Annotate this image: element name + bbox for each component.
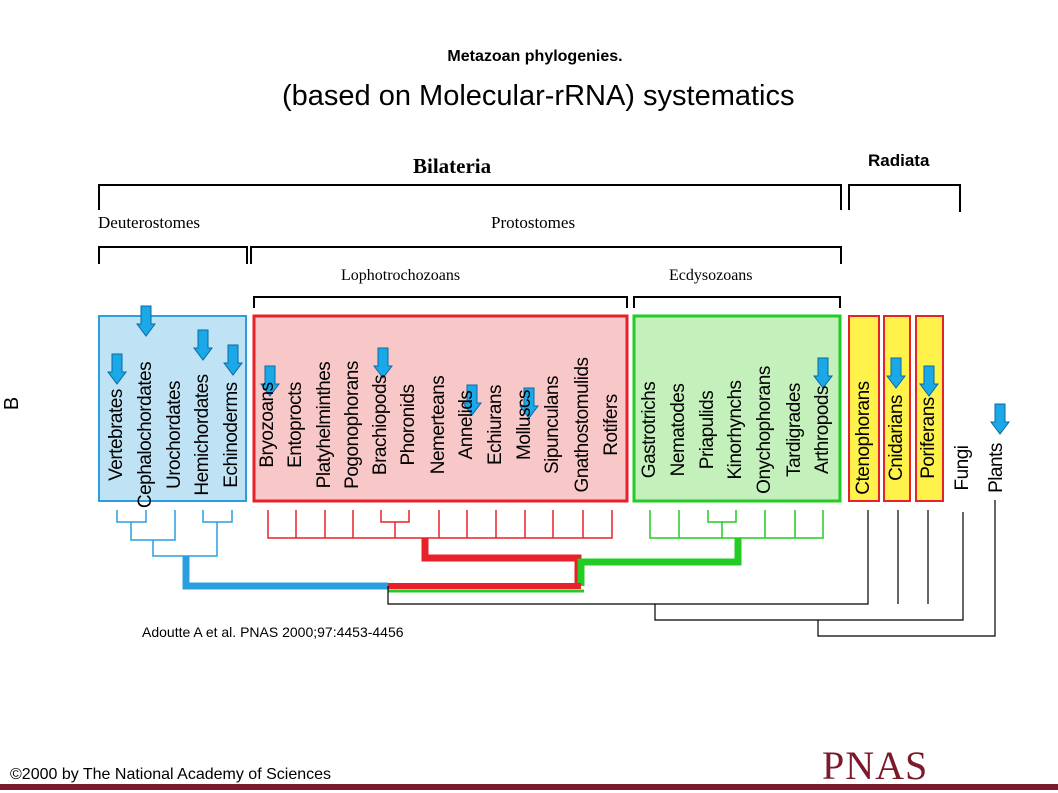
- taxon-label: Plants: [986, 443, 1007, 493]
- copyright-notice: ©2000 by The National Academy of Science…: [10, 766, 332, 783]
- taxon-label: Arthropods: [812, 386, 833, 474]
- taxon-label: Gnathostomulids: [572, 357, 593, 493]
- down-arrow-icon: [519, 387, 539, 419]
- taxon-label: Urochordates: [164, 380, 185, 490]
- lophotrochozoan-tree: [267, 510, 613, 539]
- down-arrow-icon: [223, 344, 243, 376]
- bilateria-bracket: [98, 184, 842, 210]
- taxon-label: Molluscs: [514, 390, 535, 460]
- ecdysozoans-label: Ecdysozoans: [669, 267, 753, 284]
- bilateria-label: Bilateria: [413, 154, 492, 178]
- taxon-label: Annelids: [456, 390, 477, 460]
- down-arrow-icon: [193, 329, 213, 361]
- ecdysozoans-bracket: [633, 296, 841, 308]
- taxon-label: Phoronids: [398, 384, 419, 466]
- taxon-label: Bryozoans: [257, 382, 278, 468]
- taxon-label: Pogonophorans: [342, 361, 363, 489]
- protostomes-bracket: [250, 246, 842, 264]
- ctenophorans-box: [848, 315, 880, 502]
- down-arrow-icon: [373, 347, 393, 379]
- down-arrow-icon: [107, 353, 127, 385]
- citation: Adoutte A et al. PNAS 2000;97:4453-4456: [142, 624, 404, 640]
- down-arrow-icon: [990, 403, 1010, 435]
- radiata-bracket: [848, 184, 961, 212]
- taxon-label: Gastrotrichs: [639, 381, 660, 479]
- taxon-label: Cnidarians: [886, 395, 907, 481]
- deuterostomes-box: [98, 315, 247, 502]
- ecdysozoans-box: [632, 314, 842, 503]
- deuterostomes-label: Deuterostomes: [98, 213, 200, 232]
- taxon-label: Nematodes: [668, 383, 689, 477]
- taxon-label: Priapulids: [697, 390, 718, 470]
- deuterostome-stem: [182, 556, 388, 590]
- deuterostome-tree: [116, 510, 233, 557]
- lophotrochozoans-bracket: [253, 296, 628, 308]
- pnas-logo: PNAS: [822, 743, 929, 788]
- taxon-label: Echinoderms: [221, 382, 242, 488]
- ecdysozoan-stem: [577, 538, 742, 586]
- cnidarians-box: [883, 315, 911, 502]
- lophotrochozoans-label: Lophotrochozoans: [341, 267, 461, 284]
- taxon-label: Vertebrates: [106, 389, 127, 481]
- down-arrow-icon: [813, 357, 833, 389]
- down-arrow-icon: [136, 305, 156, 337]
- down-arrow-icon: [886, 357, 906, 389]
- footer-bar: [0, 784, 1058, 790]
- ecdysozoan-tree: [649, 510, 824, 539]
- arrows: [107, 305, 1010, 435]
- figure-subtitle: (based on Molecular-rRNA) systematics: [282, 80, 795, 112]
- figure-title: Metazoan phylogenies.: [447, 48, 623, 65]
- taxon-label: Ctenophorans: [853, 381, 874, 495]
- taxon-label: Brachiopods: [370, 374, 391, 476]
- lophotrochozoan-stem: [421, 538, 582, 584]
- group-brackets: [98, 184, 961, 308]
- poriferans-box: [915, 315, 944, 502]
- taxon-label: Sipunculans: [542, 375, 563, 475]
- taxon-label: Platyhelminthes: [314, 361, 335, 489]
- protostomes-label: Protostomes: [491, 213, 576, 232]
- taxon-label: Tardigrades: [784, 383, 805, 477]
- down-arrow-icon: [919, 365, 939, 397]
- taxon-label: Cephalochordates: [135, 361, 156, 509]
- taxon-label: Entoprocts: [285, 382, 306, 468]
- taxon-label: Nemerteans: [428, 375, 449, 475]
- radiata-label: Radiata: [868, 151, 930, 170]
- lophotrochozoans-box: [252, 314, 629, 503]
- taxon-label: Rotifers: [601, 394, 622, 456]
- taxon-label: Onychophorans: [754, 366, 775, 494]
- taxon-label: Hemichordates: [192, 374, 213, 496]
- basal-tree: [387, 500, 996, 637]
- taxon-boxes: [98, 314, 944, 503]
- taxon-label: Echiurans: [485, 385, 506, 465]
- taxon-label: Fungi: [952, 445, 973, 491]
- taxon-label: Kinorhynchs: [725, 380, 746, 480]
- deuterostomes-bracket: [98, 246, 248, 264]
- down-arrow-icon: [462, 384, 482, 416]
- taxon-label: Poriferans: [918, 397, 939, 479]
- down-arrow-icon: [260, 365, 280, 397]
